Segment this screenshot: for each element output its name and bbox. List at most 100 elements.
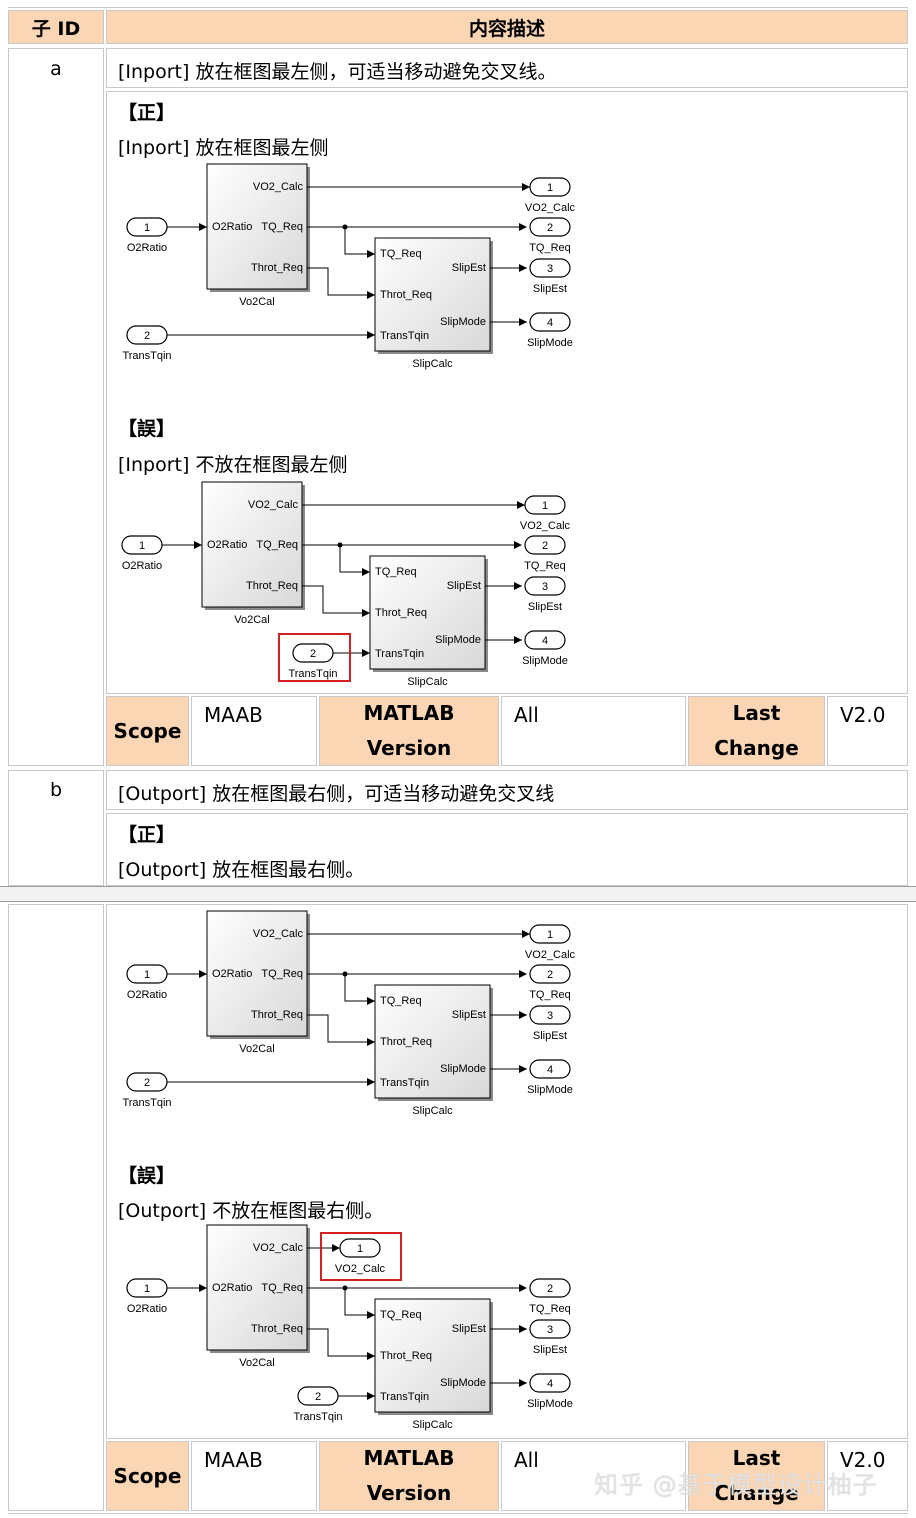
meta-a-change-label-1: Last [732, 701, 781, 725]
arrow-slipest [519, 264, 527, 272]
outport-vo2calc-number: 1 [547, 182, 553, 194]
slipcalc-out-slipmode-label: SlipMode [435, 634, 481, 646]
arrow-tqreq-in [367, 997, 375, 1005]
row-b-bad-text: [Outport] 不放在框图最右侧。 [118, 1200, 384, 1222]
slipcalc-block-name: SlipCalc [407, 676, 448, 688]
slipcalc-in-transtqin-label: TransTqin [380, 1391, 429, 1403]
header-desc: 内容描述 [106, 10, 908, 44]
vo2cal-out-tqreq-label: TQ_Req [261, 221, 303, 233]
arrow-o2ratio [199, 970, 207, 978]
inport-o2ratio-number: 1 [144, 1283, 150, 1295]
meta-a-version-label: MATLAB Version [319, 696, 499, 766]
row-a-title: [Inport] 放在框图最左侧，可适当移动避免交叉线。 [118, 61, 557, 83]
vo2cal-out-throtreq-label: Throt_Req [246, 580, 298, 592]
arrow-tqreq-in [362, 568, 370, 576]
bottom-border [8, 1513, 908, 1514]
slipcalc-out-slipmode-label: SlipMode [440, 1377, 486, 1389]
header-id: 子 ID [8, 10, 104, 44]
outport-vo2calc-shape [529, 924, 571, 944]
meta-a-change-label-2: Change [714, 736, 799, 760]
vo2cal-in-o2ratio-label: O2Ratio [212, 1282, 252, 1294]
meta-a-version-label-2: Version [366, 736, 452, 760]
row-a-id-cell [8, 48, 104, 766]
outport-vo2calc-label: VO2_Calc [520, 520, 571, 532]
slipcalc-out-slipest-label: SlipEst [452, 1323, 486, 1335]
arrow-slipest [519, 1011, 527, 1019]
diagram-inport-wrong: Vo2CalO2RatioVO2_CalcTQ_ReqThrot_ReqSlip… [121, 481, 571, 688]
outport-slipest-label: SlipEst [533, 1030, 567, 1042]
slipcalc-in-tqreq-label: TQ_Req [380, 995, 422, 1007]
outport-slipest-number: 3 [547, 263, 553, 275]
outport-tqreq-label: TQ_Req [524, 560, 566, 572]
meta-a-scope-value: MAAB [191, 696, 317, 766]
outport-slipmode-label: SlipMode [522, 655, 568, 667]
arrow-o2ratio [194, 541, 202, 549]
meta-a-scope-label-text: Scope [113, 718, 182, 743]
outport-vo2calc-number: 1 [542, 500, 548, 512]
outport-tqreq-shape [524, 535, 566, 555]
outport-vo2calc-label: VO2_Calc [525, 949, 576, 961]
arrow-o2ratio [199, 223, 207, 231]
wire-tqreq-branch [344, 974, 375, 1002]
wire-throtreq [307, 1014, 375, 1043]
outport-slipmode-label: SlipMode [527, 1084, 573, 1096]
meta-a-version-label-1: MATLAB [363, 701, 455, 725]
arrow-tqreq-out [519, 970, 527, 978]
row-a-good-tag: 【正】 [118, 102, 176, 124]
outport-vo2calc-shape [339, 1238, 381, 1258]
row-b-id-cell-cont [8, 904, 104, 1511]
outport-slipest-label: SlipEst [533, 1344, 567, 1356]
arrow-slipmode [514, 636, 522, 644]
slipcalc-block-name: SlipCalc [412, 1105, 453, 1117]
page-break [0, 886, 916, 902]
vo2cal-out-throtreq-label: Throt_Req [251, 1009, 303, 1021]
outport-slipest-shape [529, 1005, 571, 1025]
meta-b-scope-value: MAAB [191, 1441, 317, 1511]
slipcalc-block [374, 237, 491, 352]
top-border [8, 0, 908, 8]
vo2cal-block [206, 163, 308, 290]
vo2cal-in-o2ratio-label: O2Ratio [207, 539, 247, 551]
outport-slipmode-label: SlipMode [527, 1398, 573, 1410]
meta-a-version-value: All [501, 696, 686, 766]
inport-transtqin-number: 2 [144, 1077, 150, 1089]
outport-tqreq-shape [529, 964, 571, 984]
outport-tqreq-number: 2 [547, 222, 553, 234]
arrow-slipest [514, 582, 522, 590]
arrow-throtreq [367, 291, 375, 299]
arrow-tqreq-in [367, 250, 375, 258]
slipcalc-block [369, 555, 486, 670]
vo2cal-out-vo2calc-label: VO2_Calc [248, 499, 299, 511]
meta-b-scope-label-text: Scope [113, 1463, 182, 1488]
arrow-transtqin [367, 1078, 375, 1086]
arrow-tqreq-out [519, 1284, 527, 1292]
row-b-good-tag: 【正】 [118, 824, 176, 846]
vo2cal-out-tqreq-label: TQ_Req [261, 968, 303, 980]
row-a-bad-text: [Inport] 不放在框图最左侧 [118, 454, 348, 476]
meta-b-scope-label: Scope [106, 1441, 189, 1511]
outport-tqreq-label: TQ_Req [529, 242, 571, 254]
diagram-inport-correct: Vo2CalO2RatioVO2_CalcTQ_ReqThrot_ReqSlip… [122, 163, 576, 370]
inport-transtqin-number: 2 [310, 648, 316, 660]
wire-tqreq-branch [344, 1288, 375, 1316]
arrow-vo2calc [522, 930, 530, 938]
slipcalc-in-throtreq-label: Throt_Req [375, 607, 427, 619]
arrow-vo2calc [522, 183, 530, 191]
inport-transtqin-label: TransTqin [122, 1097, 171, 1109]
row-a-id: a [50, 58, 62, 80]
inport-o2ratio-label: O2Ratio [127, 1303, 167, 1315]
inport-transtqin-label: TransTqin [293, 1411, 342, 1423]
slipcalc-in-throtreq-label: Throt_Req [380, 1036, 432, 1048]
wire-tqreq-branch [344, 227, 375, 255]
inport-o2ratio-label: O2Ratio [122, 560, 162, 572]
outport-slipmode-number: 4 [542, 635, 548, 647]
inport-o2ratio-number: 1 [144, 222, 150, 234]
outport-tqreq-number: 2 [547, 969, 553, 981]
inport-transtqin-number: 2 [315, 1391, 321, 1403]
slipcalc-in-transtqin-label: TransTqin [380, 330, 429, 342]
meta-a-scope-label: Scope [106, 696, 189, 766]
arrow-o2ratio [199, 1284, 207, 1292]
arrow-slipmode [519, 318, 527, 326]
vo2cal-block [201, 481, 303, 608]
